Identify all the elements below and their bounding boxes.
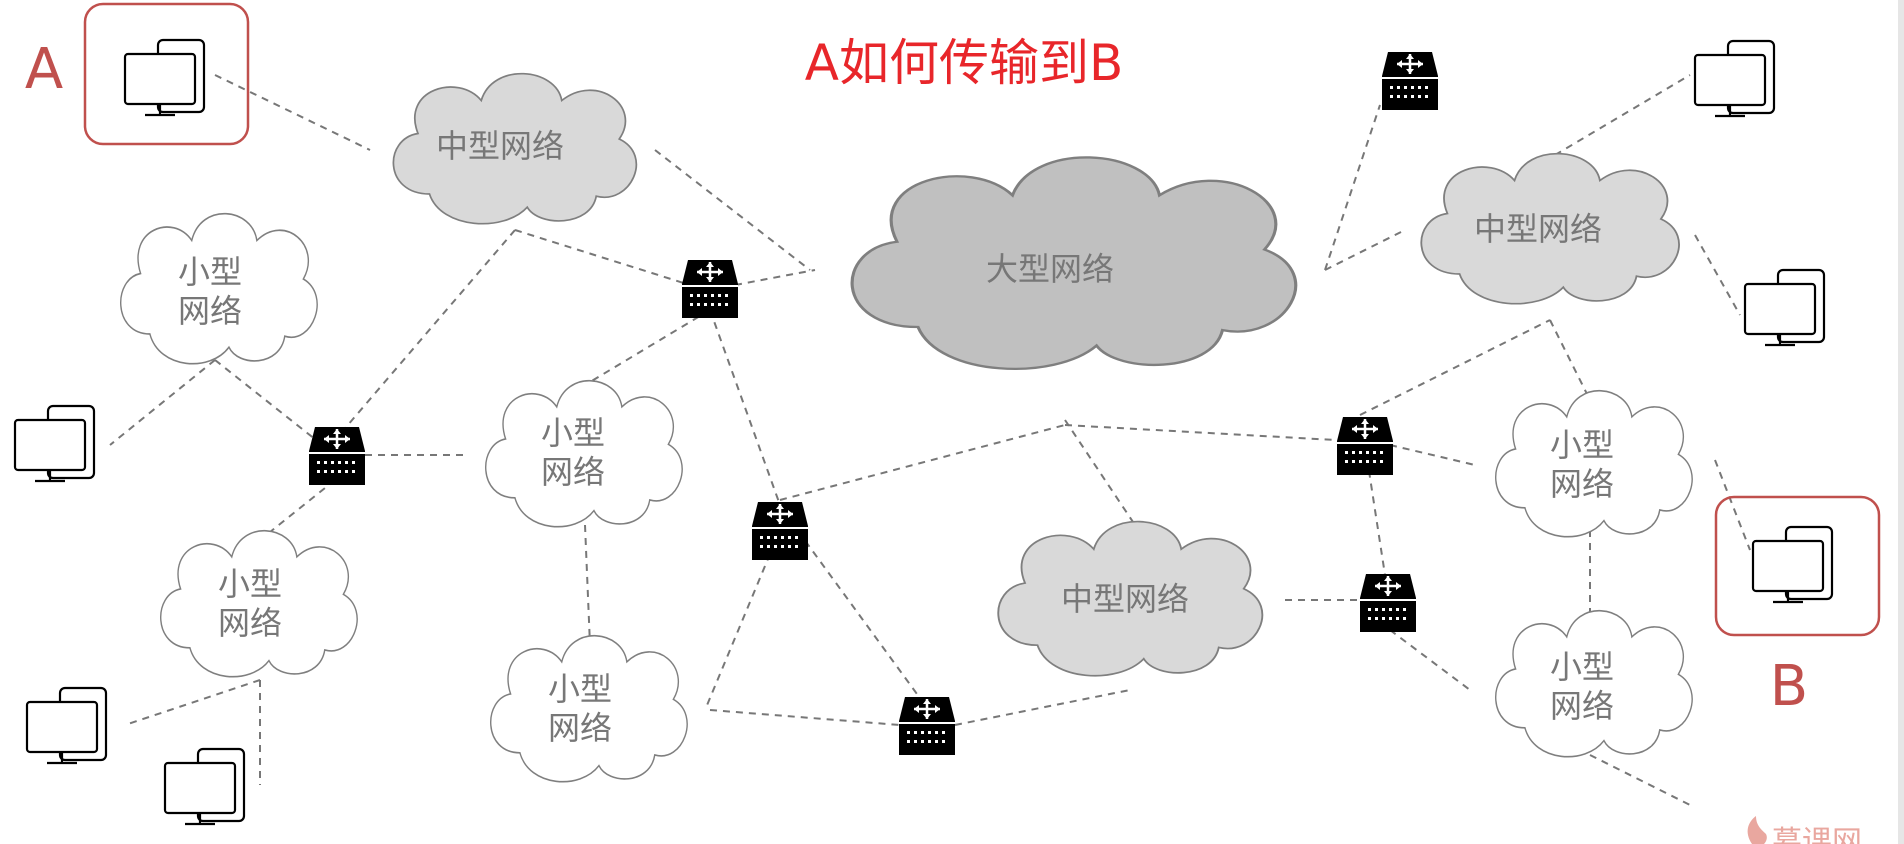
medium-network-label: 中型网络	[1061, 580, 1189, 618]
small-network-label-1: 小型	[218, 565, 282, 603]
connection-lines	[109, 74, 1751, 806]
destination-highlight-box	[1714, 495, 1881, 637]
router-icon	[1335, 415, 1395, 477]
small-network-cloud: 小型 网络	[159, 529, 358, 678]
source-highlight-box	[83, 2, 250, 146]
small-network-label-1: 小型	[541, 414, 605, 452]
computer-icon	[1751, 525, 1834, 604]
small-network-label-2: 网络	[218, 604, 282, 642]
medium-network-cloud: 中型网络	[997, 520, 1264, 677]
small-network-label-1: 小型	[1550, 426, 1614, 464]
router-icon	[307, 425, 367, 487]
small-network-cloud: 小型 网络	[119, 212, 318, 365]
flame-icon	[1747, 816, 1767, 844]
computer-icon	[163, 747, 246, 826]
medium-network-label: 中型网络	[1474, 210, 1602, 248]
router-icon	[1358, 572, 1418, 634]
computer-icon	[1693, 39, 1776, 118]
small-network-cloud: 小型 网络	[489, 634, 688, 783]
small-network-label-1: 小型	[548, 670, 612, 708]
destination-label: B	[1770, 654, 1808, 719]
medium-network-label: 中型网络	[436, 127, 564, 165]
vertical-scrollbar[interactable]	[1898, 0, 1904, 844]
small-network-cloud: 小型 网络	[1494, 609, 1693, 758]
computer-icon	[25, 686, 108, 765]
small-network-label-2: 网络	[541, 453, 605, 491]
medium-network-cloud: 中型网络	[1420, 152, 1680, 305]
small-network-label-2: 网络	[548, 709, 612, 747]
small-network-label-2: 网络	[1550, 465, 1614, 503]
large-network-cloud: 大型网络	[850, 155, 1298, 371]
router-icon	[750, 500, 810, 562]
small-network-label-1: 小型	[178, 253, 242, 291]
computer-icon	[123, 38, 206, 117]
small-network-cloud: 小型 网络	[1494, 389, 1693, 538]
router-icon	[680, 258, 740, 320]
diagram-title: A如何传输到B	[805, 34, 1124, 92]
small-network-label-2: 网络	[178, 292, 242, 330]
small-network-label-2: 网络	[1550, 687, 1614, 725]
watermark: 慕课网	[1747, 816, 1862, 844]
computer-icon	[1743, 268, 1826, 347]
computer-icon	[13, 404, 96, 483]
source-label: A	[25, 37, 63, 102]
watermark-text: 慕课网	[1772, 825, 1862, 844]
medium-network-cloud: 中型网络	[392, 72, 638, 225]
router-icon	[897, 695, 957, 757]
small-network-label-1: 小型	[1550, 648, 1614, 686]
large-network-label: 大型网络	[986, 250, 1114, 288]
router-icon	[1380, 50, 1440, 112]
small-network-cloud: 小型 网络	[484, 379, 683, 528]
